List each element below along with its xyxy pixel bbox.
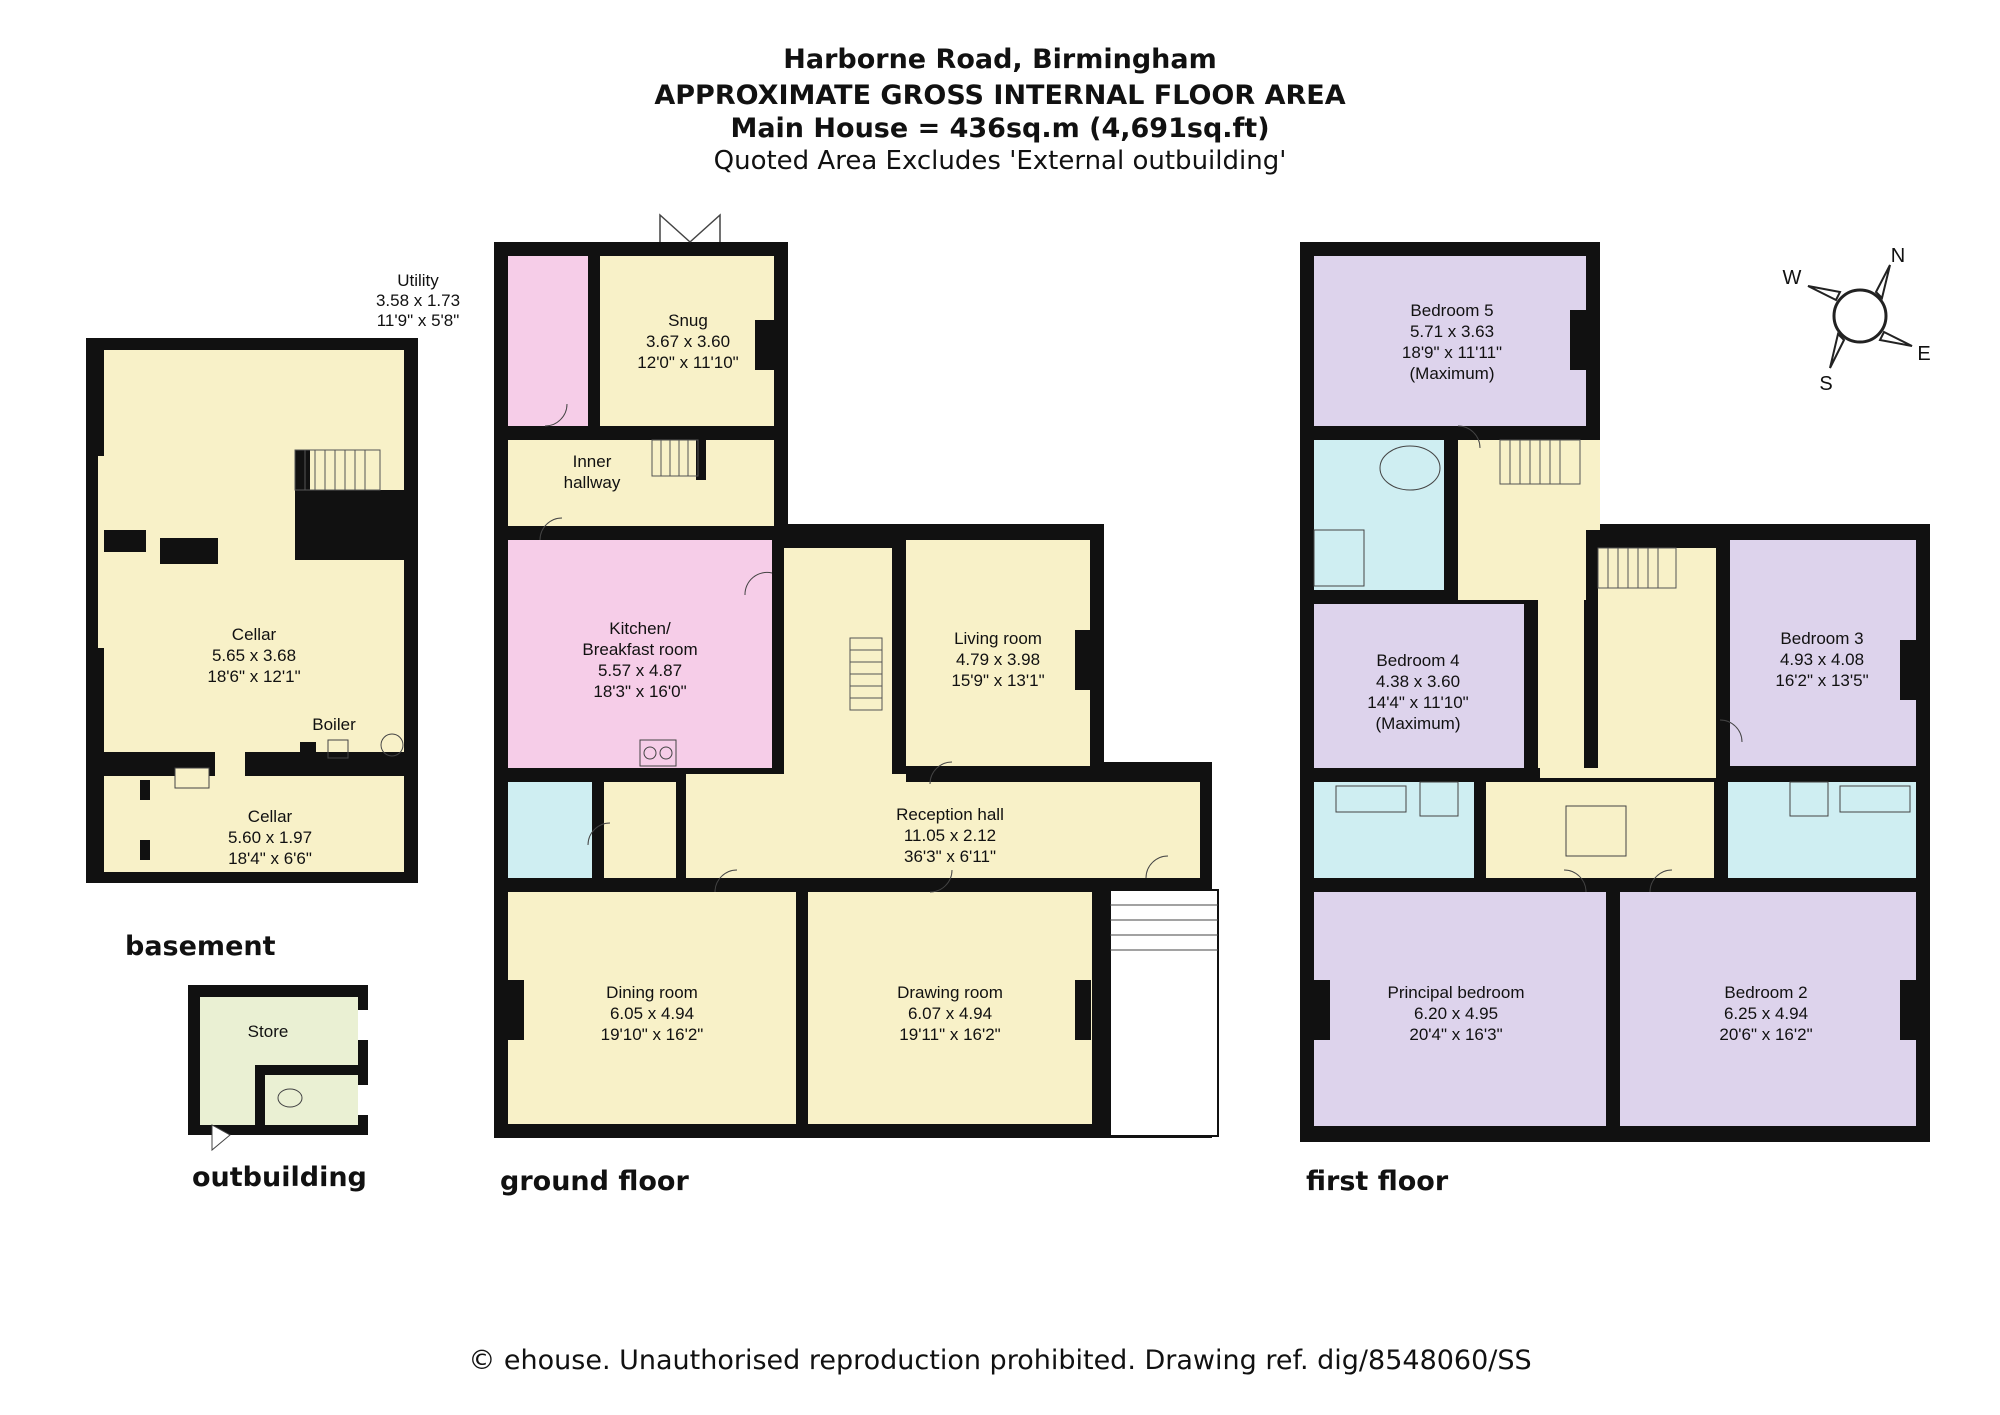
inner-hallway-line1: Inner: [573, 452, 612, 471]
cellar-size-m: 5.65 x 3.68: [212, 646, 296, 665]
bedroom4-max: (Maximum): [1376, 714, 1461, 733]
dining-size-m: 6.05 x 4.94: [610, 1004, 694, 1023]
room-snug: [600, 256, 774, 426]
kitchen-name: Kitchen/: [609, 619, 671, 638]
snug-size-ft: 12'0" x 11'10": [637, 353, 738, 372]
bedroom2-size-m: 6.25 x 4.94: [1724, 1004, 1808, 1023]
room-drawing: [808, 892, 1092, 1124]
plan-subtitle: APPROXIMATE GROSS INTERNAL FLOOR AREA: [654, 80, 1346, 111]
outbuilding-plan: outbuilding Store: [188, 985, 368, 1193]
copyright-footer: © ehouse. Unauthorised reproduction proh…: [468, 1345, 1532, 1376]
basement-label: basement: [125, 931, 276, 962]
bedroom3-size-m: 4.93 x 4.08: [1780, 650, 1864, 669]
first-floor-plan: Bedroom 5 5.71 x 3.63 18'9" x 11'11" (Ma…: [1300, 242, 1930, 1197]
bedroom5-size-m: 5.71 x 3.63: [1410, 322, 1494, 341]
bedroom4-size-m: 4.38 x 3.60: [1376, 672, 1460, 691]
room-ensuite-left: [1314, 782, 1474, 878]
bedroom3-size-ft: 16'2" x 13'5": [1775, 671, 1868, 690]
room-utility: [508, 256, 588, 426]
compass-n: N: [1891, 245, 1905, 267]
room-living: [906, 540, 1090, 766]
room-reception-hall: [686, 782, 1200, 878]
drawing-size-m: 6.07 x 4.94: [908, 1004, 992, 1023]
area-note: Quoted Area Excludes 'External outbuildi…: [713, 146, 1287, 176]
principal-name: Principal bedroom: [1387, 983, 1524, 1002]
room-bedroom-4: [1314, 604, 1524, 768]
snug-size-m: 3.67 x 3.60: [646, 332, 730, 351]
kitchen-size-ft: 18'3" x 16'0": [593, 682, 686, 701]
drawing-size-ft: 19'11" x 16'2": [899, 1025, 1000, 1044]
principal-size-m: 6.20 x 4.95: [1414, 1004, 1498, 1023]
plan-title: Harborne Road, Birmingham: [783, 44, 1217, 75]
bedroom2-name: Bedroom 2: [1724, 983, 1807, 1002]
bedroom4-size-ft: 14'4" x 11'10": [1367, 693, 1468, 712]
bedroom2-size-ft: 20'6" x 16'2": [1719, 1025, 1812, 1044]
room-inner-hallway: [508, 440, 774, 526]
room-ensuite-right: [1728, 782, 1916, 878]
total-area: Main House = 436sq.m (4,691sq.ft): [730, 113, 1270, 144]
compass-e: E: [1917, 343, 1930, 365]
reception-size-m: 11.05 x 2.12: [904, 826, 996, 845]
compass-icon: N E S W: [1783, 245, 1931, 395]
bedroom5-size-ft: 18'9" x 11'11": [1402, 343, 1502, 362]
ground-floor-plan: Utility 3.58 x 1.73 11'9" x 5'8" Snug 3.…: [376, 213, 1219, 1197]
dining-size-ft: 19'10" x 16'2": [601, 1025, 704, 1044]
principal-size-ft: 20'4" x 16'3": [1409, 1025, 1502, 1044]
cellar-lower-size-ft: 18'4" x 6'6": [228, 849, 312, 868]
bedroom5-name: Bedroom 5: [1410, 301, 1493, 320]
room-store: [200, 997, 358, 1065]
store-name: Store: [248, 1022, 289, 1041]
room-bedroom-5: [1314, 256, 1586, 426]
living-size-ft: 15'9" x 13'1": [951, 671, 1044, 690]
room-kitchen: [508, 540, 772, 768]
room-bedroom-3: [1730, 540, 1916, 766]
living-size-m: 4.79 x 3.98: [956, 650, 1040, 669]
inner-hallway-line2: hallway: [564, 473, 621, 492]
bedroom4-name: Bedroom 4: [1376, 651, 1459, 670]
compass-s: S: [1819, 373, 1832, 395]
basement-plan: basement Cellar 5.65 x 3.68 18'6" x 12'1…: [86, 338, 418, 962]
snug-name: Snug: [668, 311, 708, 330]
compass-w: W: [1783, 267, 1802, 289]
living-name: Living room: [954, 629, 1042, 648]
drawing-name: Drawing room: [897, 983, 1003, 1002]
room-bedroom-2: [1620, 892, 1916, 1126]
utility-size-m: 3.58 x 1.73: [376, 291, 460, 310]
bedroom3-name: Bedroom 3: [1780, 629, 1863, 648]
room-ground-wc: [508, 782, 592, 878]
cellar-name: Cellar: [232, 625, 277, 644]
cellar-lower-size-m: 5.60 x 1.97: [228, 828, 312, 847]
cellar-size-ft: 18'6" x 12'1": [207, 667, 300, 686]
outbuilding-label: outbuilding: [192, 1162, 367, 1193]
utility-name: Utility: [397, 271, 439, 290]
cellar-lower-name: Cellar: [248, 807, 293, 826]
reception-size-ft: 36'3" x 6'11": [904, 847, 996, 866]
boiler-label: Boiler: [312, 715, 356, 734]
ground-floor-label: ground floor: [500, 1166, 689, 1197]
bedroom5-max: (Maximum): [1410, 364, 1495, 383]
room-dining: [508, 892, 796, 1124]
dining-name: Dining room: [606, 983, 698, 1002]
reception-name: Reception hall: [896, 805, 1004, 824]
first-floor-label: first floor: [1306, 1166, 1449, 1197]
kitchen-size-m: 5.57 x 4.87: [598, 661, 682, 680]
room-cellar-lower: [104, 776, 404, 872]
room-principal-bedroom: [1314, 892, 1606, 1126]
kitchen-name2: Breakfast room: [582, 640, 697, 659]
utility-size-ft: 11'9" x 5'8": [377, 311, 460, 330]
